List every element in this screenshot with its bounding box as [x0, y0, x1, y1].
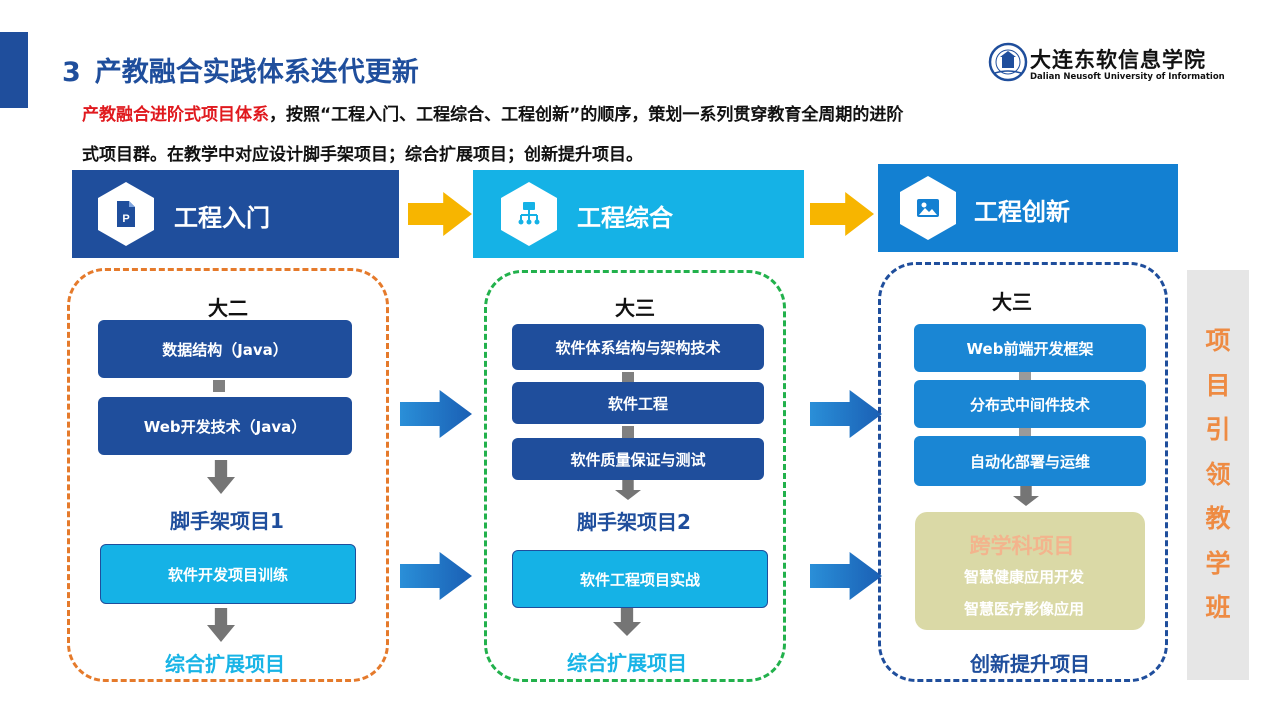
cross-discipline-title: 跨学科项目	[969, 534, 1075, 558]
group-entry	[67, 268, 389, 682]
logo-name-en: Dalian Neusoft University of Information	[1030, 72, 1225, 82]
training-box-1: 软件开发项目训练	[100, 544, 356, 604]
course-1-1: 数据结构（Java）	[98, 320, 352, 378]
stage-hex-3	[900, 176, 956, 240]
image-icon	[917, 199, 939, 217]
sidebar-char: 班	[1205, 593, 1231, 623]
sidebar-char: 引	[1205, 415, 1231, 445]
course-2-3: 软件质量保证与测试	[512, 438, 764, 480]
flow-arrow-2b	[810, 552, 882, 600]
flow-arrow-1a	[400, 390, 472, 438]
course-link	[213, 380, 225, 392]
intro-highlight: 产教融合进阶式项目体系	[82, 105, 269, 125]
stage-label-entry: 工程入门	[174, 204, 270, 232]
stage-label-innovation: 工程创新	[974, 198, 1070, 226]
course-3-2: 分布式中间件技术	[914, 380, 1146, 428]
stage-hex-2	[501, 182, 557, 246]
page-title: 3 产教融合实践体系迭代更新	[62, 50, 419, 89]
sidebar-char: 目	[1205, 370, 1231, 400]
course-1-2: Web开发技术（Java）	[98, 397, 352, 455]
stage-hex-1: P	[98, 182, 154, 246]
title-text: 产教融合实践体系迭代更新	[94, 57, 419, 88]
cross-item-2: 智慧医疗影像应用	[963, 600, 1085, 618]
flow-arrow-1b	[400, 552, 472, 600]
title-accent-bar	[0, 32, 28, 108]
footer-label-3: 创新提升项目	[970, 652, 1090, 676]
intro-line-1-rest: ，按照“工程入门、工程综合、工程创新”的顺序，策划一系列贯穿教育全周期的进阶	[269, 105, 904, 125]
stage-box-innovation: 工程创新	[878, 164, 1178, 252]
hierarchy-diagram-icon	[518, 202, 540, 225]
course-2-1: 软件体系结构与架构技术	[512, 324, 764, 370]
intro-line-1: 产教融合进阶式项目体系，按照“工程入门、工程综合、工程创新”的顺序，策划一系列贯…	[82, 100, 903, 125]
intro-line-2: 式项目群。在教学中对应设计脚手架项目；综合扩展项目；创新提升项目。	[82, 145, 643, 165]
flow-arrow-2a	[810, 390, 882, 438]
svg-text:P: P	[122, 213, 129, 225]
year-label-2: 大三	[615, 296, 655, 320]
footer-label-1: 综合扩展项目	[165, 652, 285, 676]
stage-arrow-2	[810, 192, 874, 236]
course-3-3: 自动化部署与运维	[914, 436, 1146, 486]
cross-item-1: 智慧健康应用开发	[963, 568, 1085, 586]
project-class-sidebar: 项 目 引 领 教 学 班	[1187, 270, 1249, 680]
year-label-3: 大三	[992, 290, 1032, 314]
stage-label-integration: 工程综合	[577, 204, 673, 232]
course-link	[622, 426, 634, 438]
footer-label-2: 综合扩展项目	[567, 651, 687, 675]
scaffold-label-1: 脚手架项目1	[170, 509, 284, 533]
university-seal-icon	[988, 42, 1028, 82]
sidebar-char: 领	[1205, 459, 1231, 489]
stage-box-integration: 工程综合	[473, 170, 804, 258]
powerpoint-file-icon: P	[117, 201, 135, 227]
stage-arrow-1	[408, 192, 472, 236]
section-number: 3	[62, 57, 81, 88]
group-integration	[484, 270, 786, 682]
training-box-2: 软件工程项目实战	[512, 550, 768, 608]
course-3-1: Web前端开发框架	[914, 324, 1146, 372]
scaffold-label-2: 脚手架项目2	[577, 510, 691, 534]
sidebar-char: 学	[1205, 548, 1231, 578]
cross-discipline-box	[915, 512, 1145, 630]
sidebar-char: 项	[1205, 326, 1231, 356]
course-2-2: 软件工程	[512, 382, 764, 424]
year-label-1: 大二	[208, 296, 248, 320]
sidebar-char: 教	[1205, 504, 1231, 534]
logo-name-cn: 大连东软信息学院	[1030, 47, 1206, 72]
group-innovation	[878, 262, 1168, 682]
course-link	[622, 372, 634, 384]
stage-box-entry: P 工程入门	[72, 170, 399, 258]
